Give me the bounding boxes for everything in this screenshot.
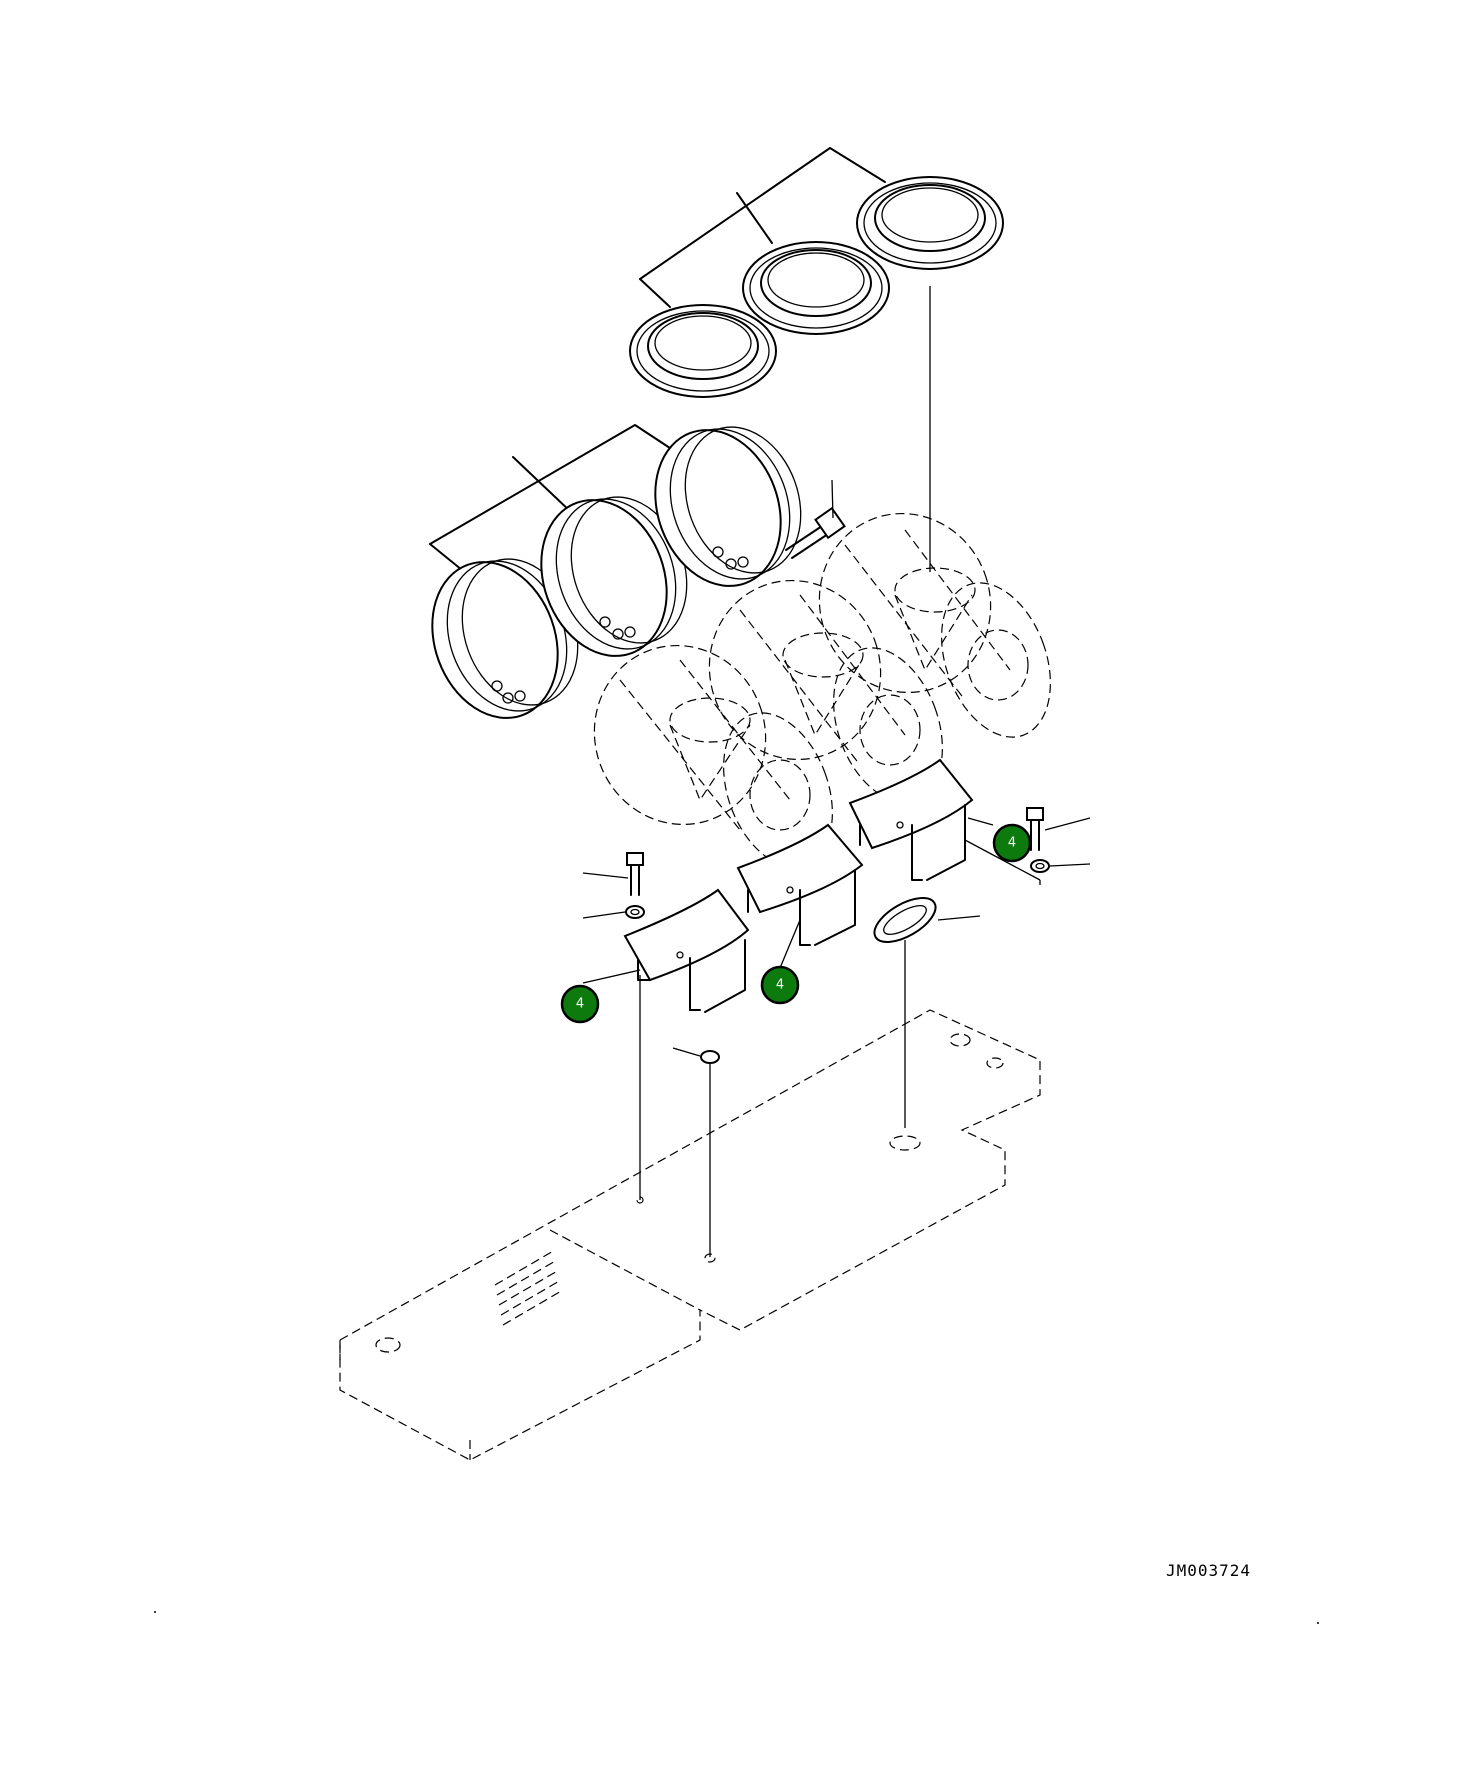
callout-item-4-right: 4 — [992, 823, 1032, 863]
air-cleaner-cover-3 — [856, 176, 1004, 270]
air-cleaner-housing-2 — [708, 579, 943, 803]
washer-left — [582, 905, 645, 919]
callout-center-leader — [779, 919, 801, 969]
svg-text:4: 4 — [576, 997, 584, 1012]
cover-group-leader — [639, 147, 886, 308]
bolt-left — [582, 852, 644, 896]
bracket-right-leader — [964, 839, 1041, 881]
svg-text:4: 4 — [776, 978, 784, 993]
callout-item-4-left: 4 — [560, 984, 600, 1024]
clamp-band-3 — [654, 426, 802, 587]
saddle-bracket-center — [736, 823, 864, 946]
callout-right-leader — [967, 817, 994, 826]
scan-dot-left — [154, 1611, 156, 1613]
air-cleaner-cover-2 — [742, 241, 890, 335]
gasket — [873, 897, 981, 1128]
callout-item-4-center: 4 — [760, 965, 800, 1005]
washer-right — [1030, 859, 1091, 873]
nut — [672, 1047, 720, 1257]
air-cleaner-cover-1 — [629, 304, 777, 398]
svg-text:4: 4 — [1008, 836, 1016, 851]
long-bolt — [785, 479, 846, 559]
clamp-band-2 — [540, 496, 688, 657]
saddle-bracket-left — [623, 888, 750, 1013]
callout-left-leader — [582, 969, 641, 984]
air-cleaner-housing-3 — [818, 512, 1051, 738]
saddle-bracket-right — [848, 758, 974, 881]
band-group-leader — [429, 424, 677, 571]
scan-dot-right — [1317, 1622, 1319, 1624]
bolt-right — [1026, 807, 1091, 851]
base-plate — [339, 1009, 1041, 1461]
drawing-number: JM003724 — [1166, 1561, 1252, 1580]
